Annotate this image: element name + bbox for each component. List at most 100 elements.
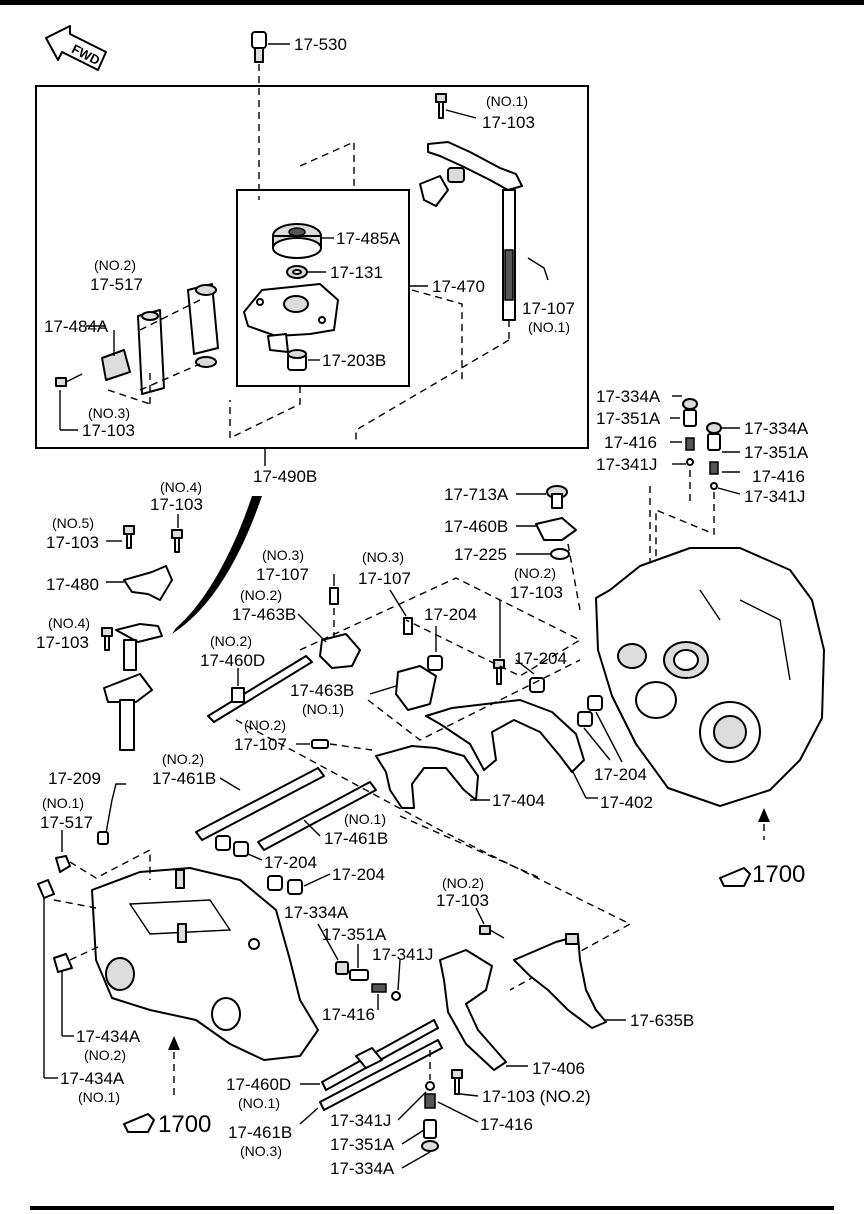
label-no1: (NO.1) <box>42 795 84 811</box>
label-17-517: 17-517 <box>90 275 143 294</box>
label-17-635B: 17-635B <box>630 1011 694 1030</box>
detent-stack-icon <box>421 1081 439 1152</box>
label-17-470: 17-470 <box>432 277 485 296</box>
label-no1: (NO.1) <box>486 93 528 109</box>
inner-cover-frame <box>236 189 410 387</box>
label-17-460D: 17-460D <box>226 1075 291 1094</box>
label-17-209: 17-209 <box>48 769 101 788</box>
label-17-103: 17-103 <box>46 533 99 552</box>
detent-stack-icon <box>682 398 698 466</box>
label-no2: (NO.2) <box>442 875 484 891</box>
shift-rod-icon <box>195 767 377 851</box>
label-17-341J: 17-341J <box>372 945 433 964</box>
label-17-341J: 17-341J <box>330 1111 391 1130</box>
drain-plug-icon <box>37 879 55 899</box>
label-17-460D: 17-460D <box>200 651 265 670</box>
label-17-131: 17-131 <box>330 263 383 282</box>
shift-head-icon <box>319 633 361 669</box>
bolt-icon <box>435 93 447 119</box>
label-17-416: 17-416 <box>322 1005 375 1024</box>
label-17-517: 17-517 <box>40 813 93 832</box>
washer-icon <box>286 265 308 279</box>
label-17-485A: 17-485A <box>336 229 401 248</box>
label-no2: (NO.2) <box>514 565 556 581</box>
label-no2: (NO.2) <box>84 1047 126 1063</box>
label-no1: (NO.1) <box>238 1095 280 1111</box>
label-17-103: 17-103 <box>436 891 489 910</box>
label-17-107: 17-107 <box>234 735 287 754</box>
label-17-434A: 17-434A <box>60 1069 125 1088</box>
label-17-416: 17-416 <box>480 1115 533 1134</box>
label-17-103: 17-103 <box>510 583 563 602</box>
label-17-334A: 17-334A <box>596 387 661 406</box>
shift-fork-icon <box>425 699 585 773</box>
swoop-arrow-icon <box>172 496 262 634</box>
shift-fork-icon <box>439 949 507 1071</box>
label-17-103-no2: 17-103 (NO.2) <box>482 1087 591 1106</box>
label-17-334A: 17-334A <box>330 1159 395 1178</box>
label-no5: (NO.5) <box>52 515 94 531</box>
label-17-713A: 17-713A <box>444 485 509 504</box>
label-no1: (NO.1) <box>528 319 570 335</box>
bolt-icon <box>101 627 113 651</box>
bushing-icon <box>287 349 307 371</box>
label-17-103: 17-103 <box>82 421 135 440</box>
bottom-border-rule <box>30 1206 834 1210</box>
label-17-204: 17-204 <box>264 853 317 872</box>
shift-fork-icon <box>375 745 479 809</box>
label-no2: (NO.2) <box>240 587 282 603</box>
shift-head-icon <box>395 665 437 711</box>
bolt-icon <box>493 659 505 685</box>
shift-arm-icon <box>123 565 173 601</box>
cover-plate-icon <box>243 283 339 353</box>
label-no1: (NO.1) <box>344 811 386 827</box>
label-17-484A: 17-484A <box>44 317 109 336</box>
label-17-402: 17-402 <box>600 793 653 812</box>
bolt-icon <box>479 925 505 939</box>
label-17-351A: 17-351A <box>744 443 809 462</box>
bolt-icon <box>171 529 183 553</box>
plug-icon <box>97 831 109 845</box>
label-17-225: 17-225 <box>454 545 507 564</box>
label-no3: (NO.3) <box>88 405 130 421</box>
shift-fork-icon <box>513 933 607 1029</box>
transmission-case-left-icon <box>91 867 319 1061</box>
plug-icon <box>55 855 71 873</box>
label-17-204: 17-204 <box>332 865 385 884</box>
label-no2: (NO.2) <box>94 257 136 273</box>
bushing-icon <box>215 835 249 857</box>
label-no2: (NO.2) <box>210 633 252 649</box>
label-17-351A: 17-351A <box>322 925 387 944</box>
snap-ring-icon <box>550 548 570 560</box>
label-17-204: 17-204 <box>594 765 647 784</box>
label-ref-1700: 1700 <box>752 861 805 888</box>
label-ref-1700: 1700 <box>158 1111 211 1138</box>
detent-stack-icon <box>335 961 401 1001</box>
label-17-463B: 17-463B <box>290 681 354 700</box>
fwd-arrow-icon: FWD <box>45 25 107 71</box>
label-no2: (NO.2) <box>162 751 204 767</box>
label-17-461B: 17-461B <box>152 769 216 788</box>
roll-pin-icon <box>329 587 339 605</box>
bushing-icon <box>577 695 603 727</box>
label-17-490B: 17-490B <box>253 467 317 486</box>
label-17-416: 17-416 <box>752 467 805 486</box>
label-17-107: 17-107 <box>256 565 309 584</box>
arrow-icon <box>168 1036 180 1050</box>
shift-rod-icon <box>207 655 313 723</box>
label-17-203B: 17-203B <box>322 351 386 370</box>
label-17-107: 17-107 <box>522 299 575 318</box>
interlock-plate-icon <box>535 517 577 541</box>
shift-pin-icon <box>546 485 568 509</box>
label-no4: (NO.4) <box>48 615 90 631</box>
label-17-334A: 17-334A <box>744 419 809 438</box>
label-no1: (NO.1) <box>302 701 344 717</box>
bushing-icon <box>529 677 545 693</box>
roll-pin-icon <box>403 617 413 635</box>
label-17-460B: 17-460B <box>444 517 508 536</box>
label-17-530: 17-530 <box>294 35 347 54</box>
label-17-480: 17-480 <box>46 575 99 594</box>
bushing-icon <box>267 875 303 895</box>
bolt-icon <box>55 373 83 387</box>
